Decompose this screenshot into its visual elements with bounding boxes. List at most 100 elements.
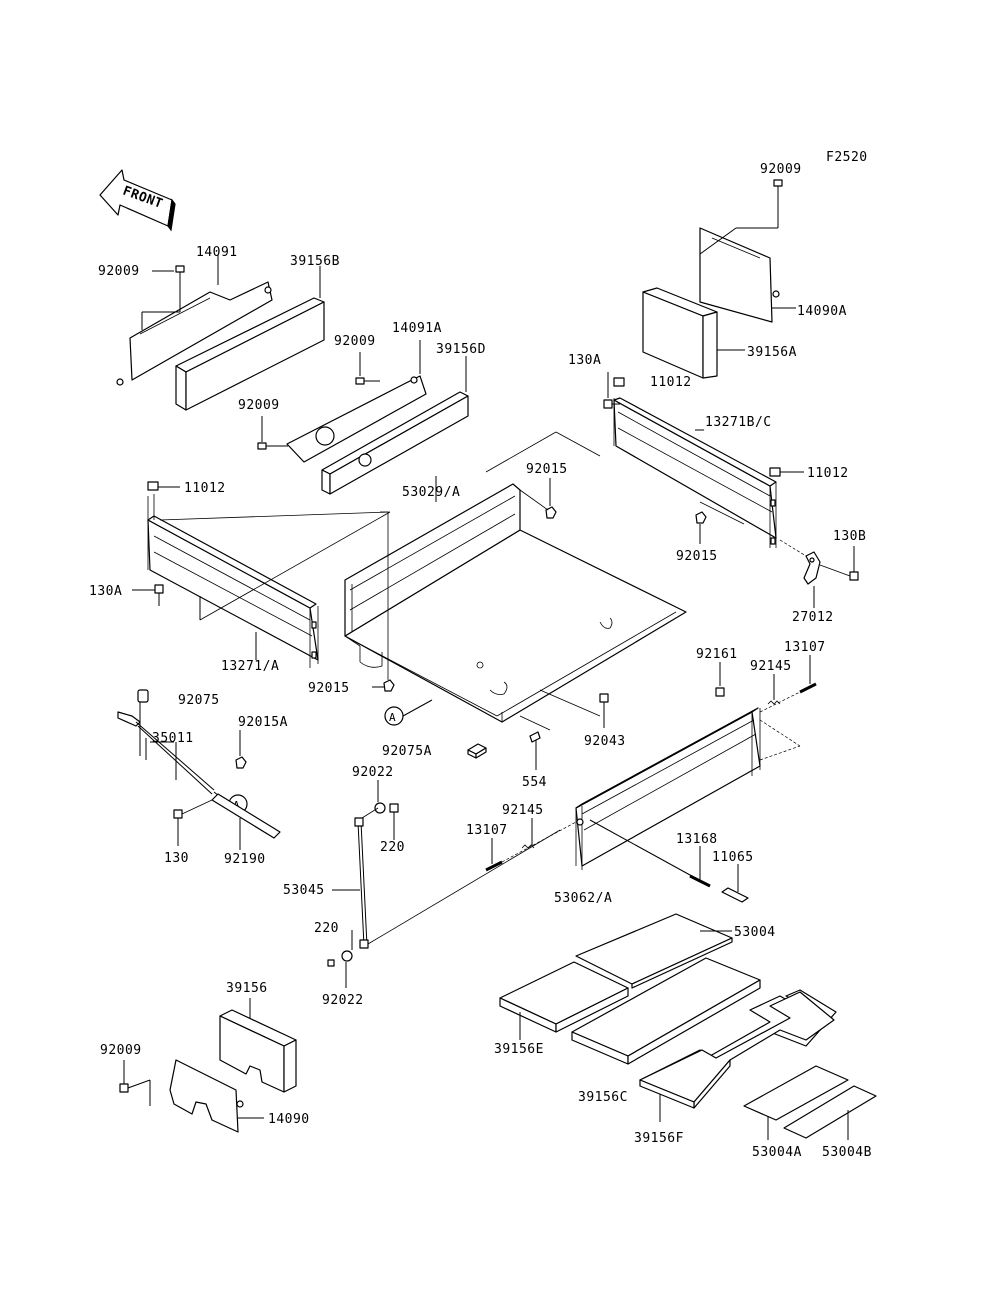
label-92009-top: 92009	[760, 162, 802, 177]
part-13271A-side-panel	[147, 494, 319, 668]
label-92043: 92043	[584, 734, 626, 749]
label-13107-left: 13107	[466, 823, 508, 838]
label-11065: 11065	[712, 850, 754, 865]
label-11012-top: 11012	[650, 375, 692, 390]
part-554-clip	[529, 731, 541, 770]
label-53045: 53045	[283, 883, 325, 898]
label-92022-top: 92022	[352, 765, 394, 780]
label-27012: 27012	[792, 610, 834, 625]
part-13107-left-pin	[485, 860, 503, 872]
part-220-bottom-collar	[327, 959, 335, 967]
label-554: 554	[522, 775, 547, 790]
label-39156E: 39156E	[494, 1042, 544, 1057]
label-92009-mid2: 92009	[238, 398, 280, 413]
label-130A-top: 130A	[568, 353, 601, 368]
part-92009-top-bolt	[699, 179, 783, 255]
part-92075-cap	[137, 689, 149, 703]
label-92145-left: 92145	[502, 803, 544, 818]
part-39156C-pad	[571, 957, 761, 1065]
part-92075A-block	[467, 743, 487, 759]
label-39156C: 39156C	[578, 1090, 628, 1105]
label-53029A: 53029/A	[402, 485, 460, 500]
label-39156D: 39156D	[436, 342, 486, 357]
part-13107-right-pin	[799, 682, 817, 694]
part-92190-tube	[211, 793, 281, 839]
part-39156E-pad	[499, 961, 629, 1033]
label-130A-left: 130A	[89, 584, 122, 599]
label-14090: 14090	[268, 1112, 310, 1127]
label-130B: 130B	[833, 529, 866, 544]
label-53004A: 53004A	[752, 1145, 802, 1160]
part-11065-pad	[721, 887, 749, 903]
label-92009-bottom: 92009	[100, 1043, 142, 1058]
label-92009-mid1: 92009	[334, 334, 376, 349]
label-39156: 39156	[226, 981, 268, 996]
figure-code: F2520	[826, 150, 868, 165]
label-13271BC: 13271B/C	[705, 415, 772, 430]
part-11012-top-cap	[613, 377, 625, 387]
part-92015-bottom-nut	[383, 679, 395, 692]
label-13168: 13168	[676, 832, 718, 847]
part-53004-mat	[575, 913, 733, 989]
label-130: 130	[164, 851, 189, 866]
front-arrow-icon: FRONT	[99, 169, 176, 232]
part-92009-left-bolt	[141, 265, 185, 330]
label-14091A: 14091A	[392, 321, 442, 336]
label-92009-left: 92009	[98, 264, 140, 279]
svg-text:A: A	[389, 711, 396, 724]
part-27012-latch	[803, 551, 821, 585]
part-39156-pad	[219, 1009, 297, 1093]
label-11012-left: 11012	[184, 481, 226, 496]
label-35011: 35011	[152, 731, 194, 746]
part-53004A-mat	[743, 1065, 849, 1121]
part-130B-bolt	[849, 571, 859, 581]
callout-a-bed: A	[384, 699, 433, 726]
part-11012-right-cap	[769, 467, 781, 477]
part-92145-right-spring	[767, 700, 781, 705]
part-53004B-mat	[783, 1085, 877, 1139]
part-130A-left-bolt	[154, 584, 164, 606]
label-53004: 53004	[734, 925, 776, 940]
label-53004B: 53004B	[822, 1145, 872, 1160]
part-39156D-pad	[321, 391, 469, 495]
label-14091: 14091	[196, 245, 238, 260]
label-220-bottom: 220	[314, 921, 339, 936]
label-220-top: 220	[380, 840, 405, 855]
part-92009-mid2-bolt	[257, 442, 288, 450]
part-14090-plate	[169, 1059, 244, 1133]
label-39156F: 39156F	[634, 1131, 684, 1146]
label-92075A: 92075A	[382, 744, 432, 759]
label-13107-right: 13107	[784, 640, 826, 655]
part-92161-bumper	[715, 687, 725, 697]
part-92015-right-nut	[695, 511, 707, 524]
label-92015A: 92015A	[238, 715, 288, 730]
label-53062A: 53062/A	[554, 891, 612, 906]
part-35011-rod	[117, 702, 215, 795]
label-39156B: 39156B	[290, 254, 340, 269]
part-53062A-tailgate	[575, 707, 801, 870]
part-14090A-plate	[699, 227, 780, 323]
part-130-bolt	[173, 809, 183, 819]
label-92022-bottom: 92022	[322, 993, 364, 1008]
part-92015-center-nut	[545, 506, 557, 519]
label-92145-right: 92145	[750, 659, 792, 674]
part-92022-bottom-washer	[341, 950, 353, 962]
part-92043-bolt	[599, 693, 609, 720]
part-39156A-pad	[642, 287, 718, 379]
label-92015-bottom: 92015	[308, 681, 350, 696]
label-39156A: 39156A	[747, 345, 797, 360]
label-92015-right: 92015	[676, 549, 718, 564]
label-92075: 92075	[178, 693, 220, 708]
part-92022-top-washer	[374, 802, 386, 814]
label-14090A: 14090A	[797, 304, 847, 319]
label-92015-center: 92015	[526, 462, 568, 477]
part-14091A-plate	[286, 375, 427, 463]
part-53029A-cargo-bed	[344, 483, 687, 723]
part-53045-cable	[354, 817, 369, 949]
part-14091-plate	[116, 281, 273, 386]
label-13271A: 13271/A	[221, 659, 279, 674]
part-11012-left-cap	[147, 481, 159, 491]
part-13271BC-side-panel	[613, 397, 777, 548]
